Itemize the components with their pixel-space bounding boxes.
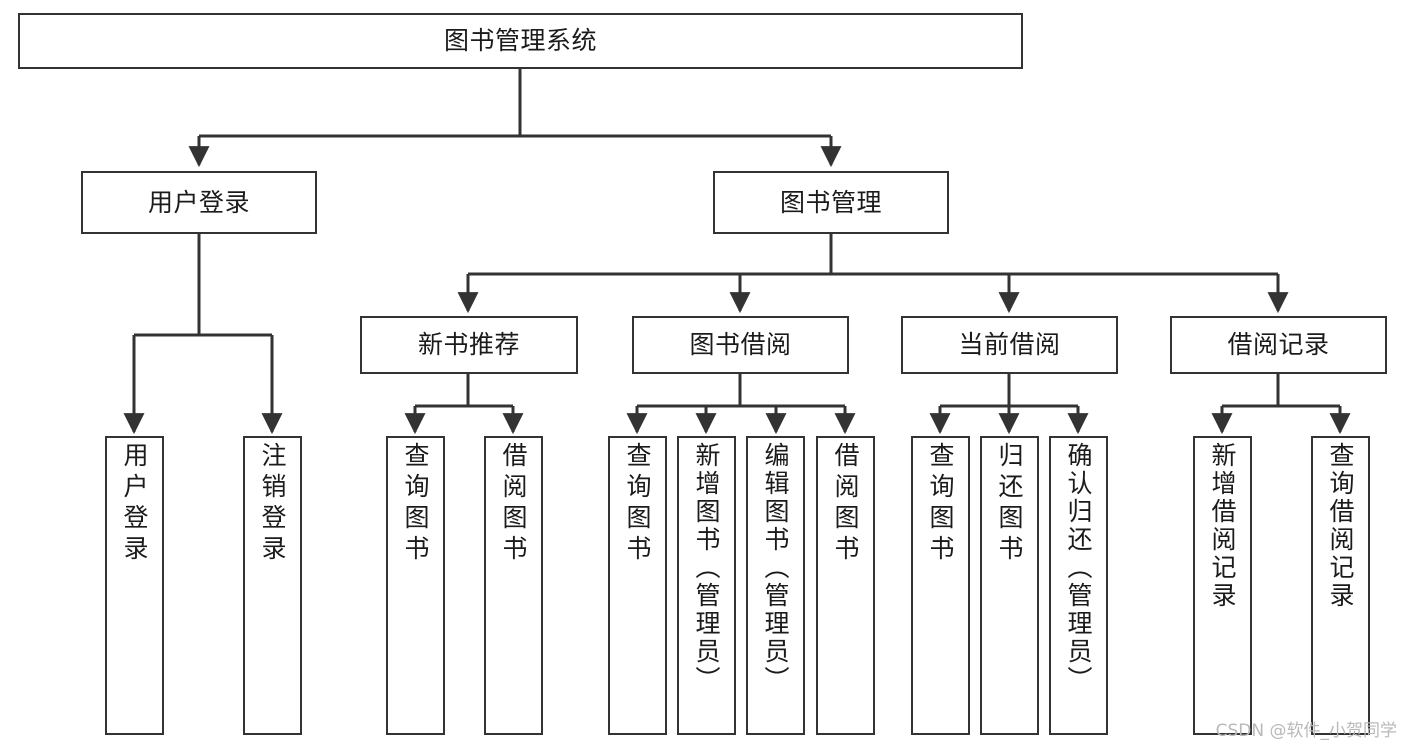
leaf-borrow-edit-book-admin[interactable]: 编辑图书（管理员）	[746, 436, 805, 735]
node-label: 查询图书	[401, 442, 430, 566]
leaf-new-book-query[interactable]: 查询图书	[386, 436, 445, 735]
leaf-borrow-borrow-book[interactable]: 借阅图书	[816, 436, 875, 735]
node-current-borrow[interactable]: 当前借阅	[901, 316, 1118, 374]
leaf-current-confirm-return-admin[interactable]: 确认归还（管理员）	[1049, 436, 1108, 735]
node-borrow-records[interactable]: 借阅记录	[1170, 316, 1387, 374]
node-label: 图书管理	[779, 187, 882, 217]
leaf-user-logout[interactable]: 注销登录	[243, 436, 302, 735]
leaf-record-query[interactable]: 查询借阅记录	[1311, 436, 1370, 735]
node-user-login[interactable]: 用户登录	[81, 171, 317, 234]
node-label: 查询借阅记录	[1326, 442, 1355, 610]
watermark-text: CSDN @软件_小贺同学	[1215, 721, 1397, 741]
node-book-management[interactable]: 图书管理	[713, 171, 949, 234]
leaf-record-add[interactable]: 新增借阅记录	[1193, 436, 1252, 735]
node-label: 新书推荐	[417, 330, 520, 360]
node-label: 图书借阅	[689, 330, 792, 360]
node-label: 借阅图书	[831, 442, 860, 566]
leaf-user-login[interactable]: 用户登录	[105, 436, 164, 735]
node-label: 查询图书	[623, 442, 652, 566]
node-book-borrow[interactable]: 图书借阅	[632, 316, 849, 374]
node-label: 归还图书	[995, 442, 1024, 566]
node-label: 编辑图书（管理员）	[761, 442, 790, 694]
node-label: 借阅图书	[499, 442, 528, 566]
leaf-borrow-query-book[interactable]: 查询图书	[608, 436, 667, 735]
node-label: 当前借阅	[958, 330, 1061, 360]
node-label: 图书管理系统	[443, 26, 597, 56]
leaf-current-query-book[interactable]: 查询图书	[911, 436, 970, 735]
node-root-system[interactable]: 图书管理系统	[18, 13, 1023, 69]
node-label: 用户登录	[120, 442, 149, 566]
node-label: 新增图书（管理员）	[692, 442, 721, 694]
node-label: 用户登录	[147, 187, 250, 217]
node-label: 查询图书	[926, 442, 955, 566]
node-label: 新增借阅记录	[1208, 442, 1237, 610]
leaf-borrow-add-book-admin[interactable]: 新增图书（管理员）	[677, 436, 736, 735]
node-label: 确认归还（管理员）	[1064, 442, 1093, 694]
node-new-book-recommend[interactable]: 新书推荐	[360, 316, 578, 374]
node-label: 注销登录	[258, 442, 287, 566]
leaf-new-book-borrow[interactable]: 借阅图书	[484, 436, 543, 735]
leaf-current-return-book[interactable]: 归还图书	[980, 436, 1039, 735]
node-label: 借阅记录	[1227, 330, 1330, 360]
